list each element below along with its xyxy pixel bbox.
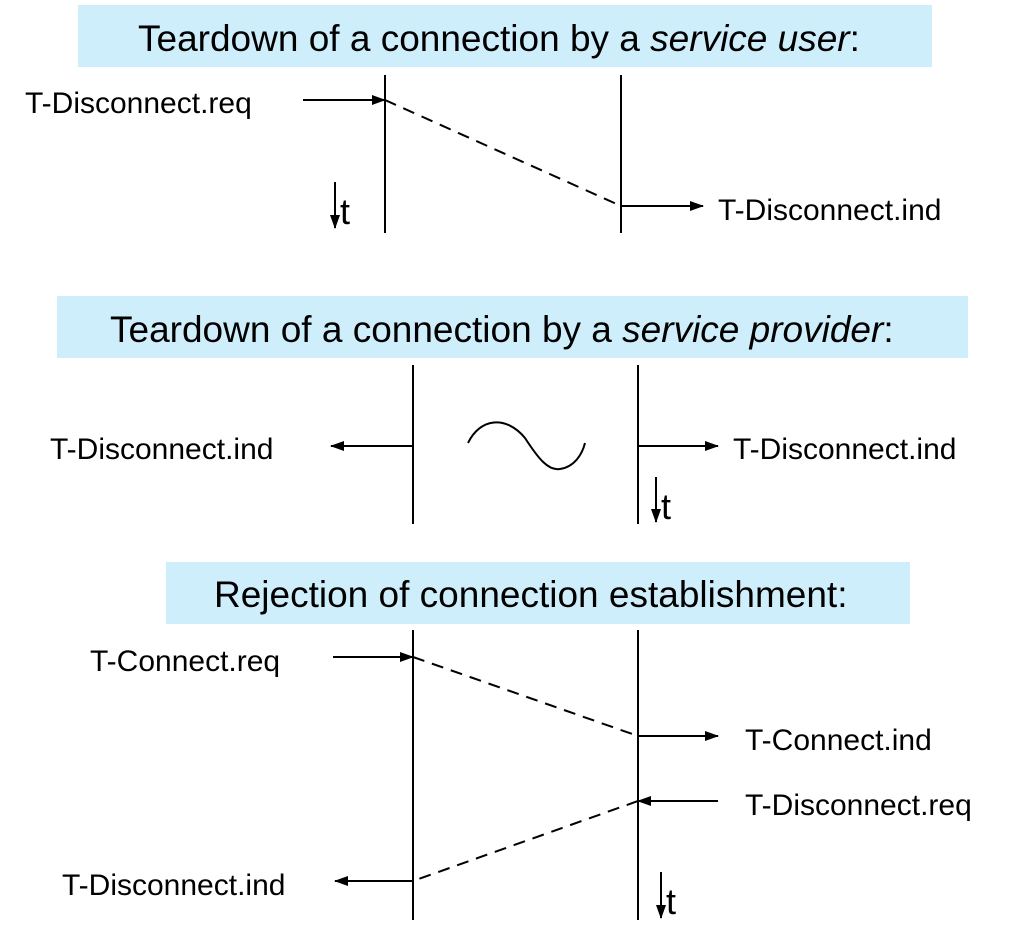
section-3-title: Rejection of connection establishment: [214, 574, 847, 615]
section-3-left-indication-label: T-Disconnect.ind [62, 869, 285, 902]
section-1-dashed-transfer [384, 99, 622, 207]
section-service-user-teardown: Teardown of a connection by a service us… [25, 5, 941, 233]
section-1-title-plain: Teardown of a connection by a [138, 18, 650, 59]
section-3-right-indication-label: T-Connect.ind [745, 724, 932, 757]
section-2-right-indication-label: T-Disconnect.ind [733, 433, 956, 466]
section-3-right-request-label: T-Disconnect.req [745, 789, 972, 822]
section-1-title-italic: service user [650, 18, 851, 59]
section-3-time-label: t [666, 881, 676, 922]
section-1-title: Teardown of a connection by a service us… [138, 18, 860, 59]
section-service-provider-teardown: Teardown of a connection by a service pr… [50, 296, 968, 527]
section-connection-rejection: Rejection of connection establishment: T… [62, 562, 972, 922]
section-2-time-label: t [661, 486, 671, 527]
section-2-title-plain: Teardown of a connection by a [110, 309, 622, 350]
section-1-title-background [78, 5, 932, 67]
section-1-title-suffix: : [850, 18, 860, 59]
section-1-left-request-label: T-Disconnect.req [25, 87, 252, 120]
section-2-title-suffix: : [883, 309, 893, 350]
section-3-left-request-label: T-Connect.req [90, 645, 280, 678]
section-1-right-indication-label: T-Disconnect.ind [718, 194, 941, 227]
section-3-dashed-disconnect [412, 800, 639, 882]
section-2-left-indication-label: T-Disconnect.ind [50, 433, 273, 466]
section-2-title-italic: service provider [622, 309, 885, 350]
section-3-title-background [166, 562, 910, 624]
section-1-time-label: t [340, 191, 350, 232]
section-2-disruption-wave-icon [467, 421, 586, 471]
section-3-dashed-connect [412, 656, 639, 737]
section-2-title: Teardown of a connection by a service pr… [110, 309, 894, 350]
section-2-title-background [57, 296, 968, 358]
